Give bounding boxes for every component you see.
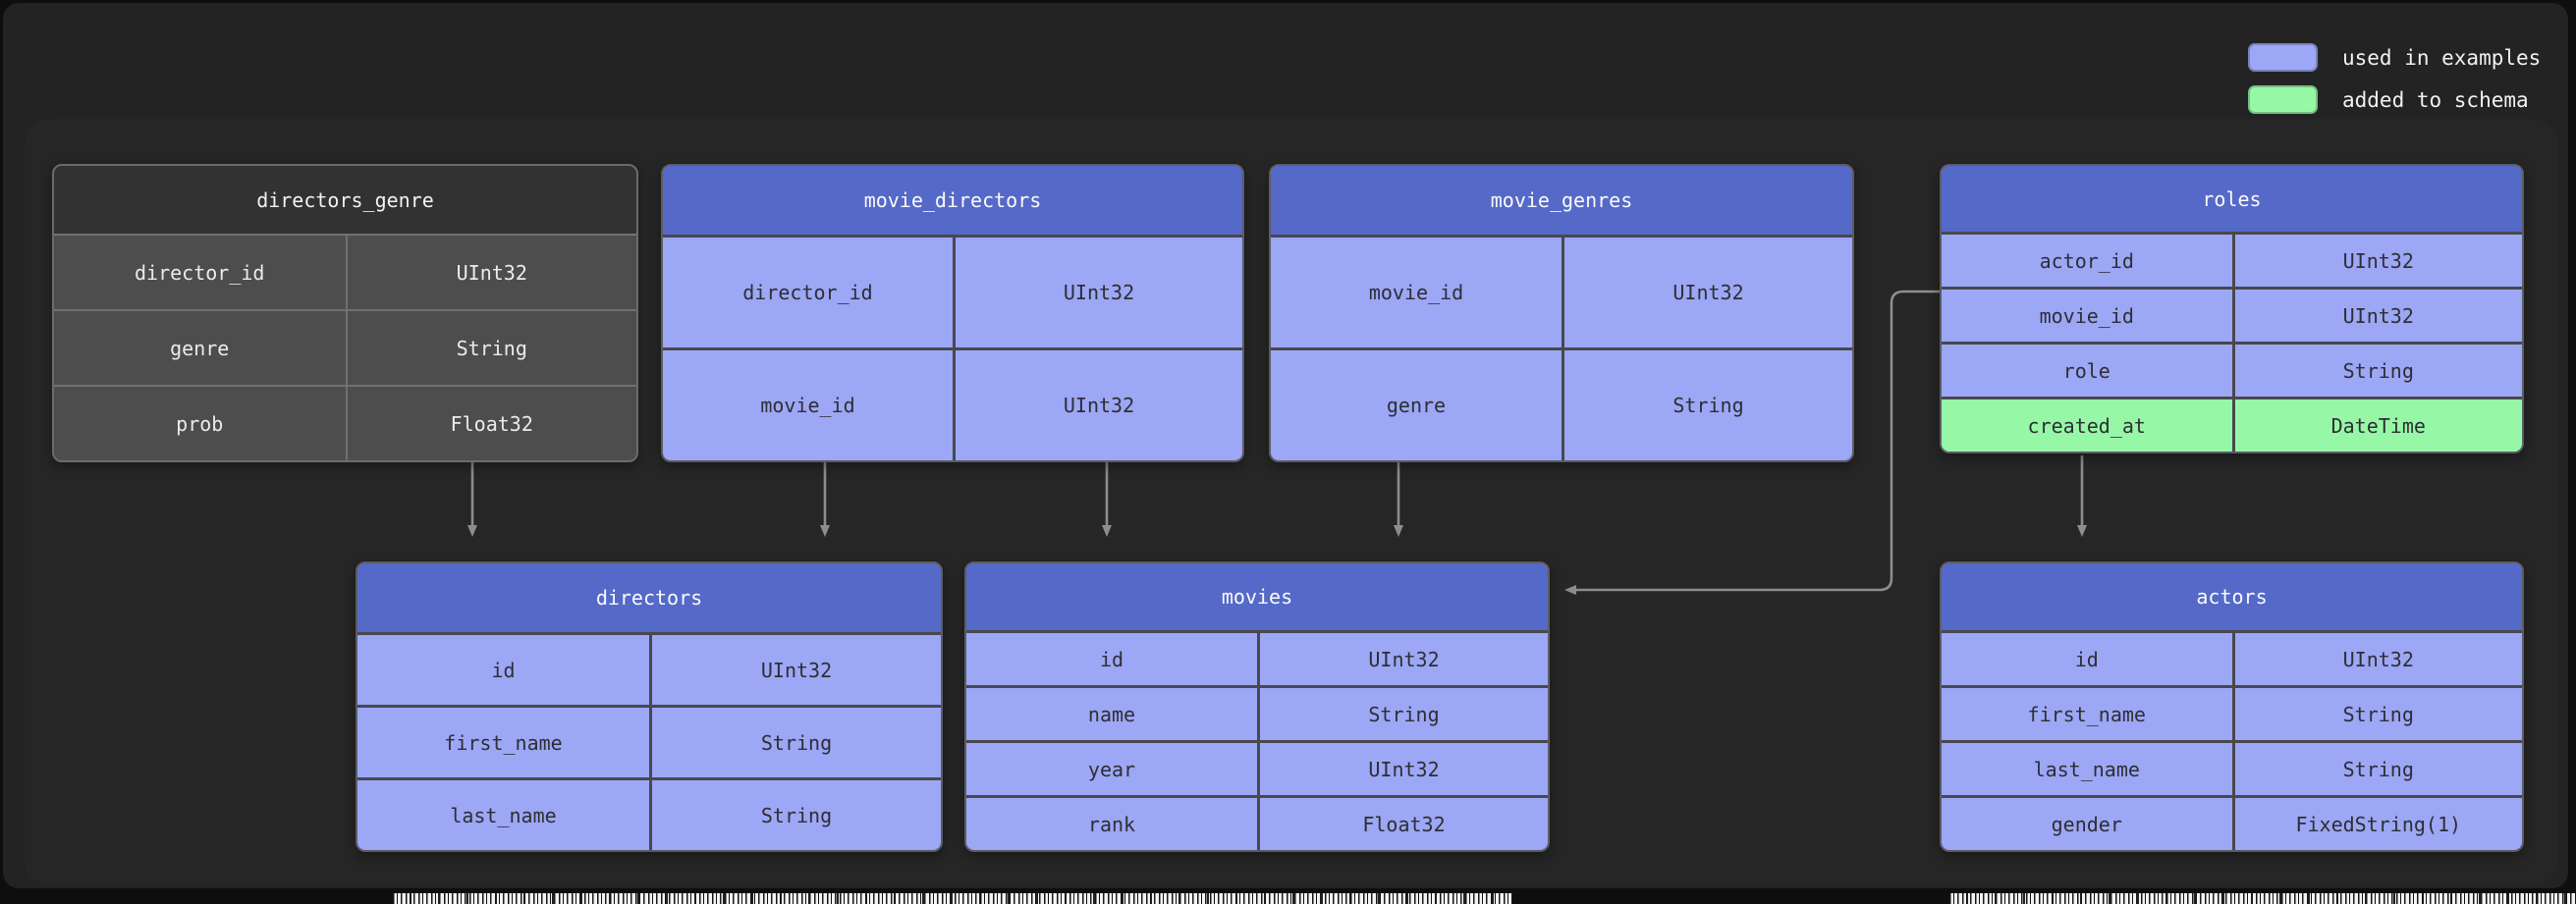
legend-label: used in examples	[2342, 45, 2542, 70]
table-row: year UInt32	[966, 740, 1548, 795]
table-row: name String	[966, 685, 1548, 740]
table-row: prob Float32	[54, 385, 636, 460]
table-row: genre String	[54, 309, 636, 385]
legend-label: added to schema	[2342, 87, 2529, 112]
type-cell: String	[2231, 345, 2523, 397]
table-row: role String	[1942, 342, 2522, 397]
field-cell: prob	[176, 411, 224, 436]
legend-item: added to schema	[2248, 85, 2541, 114]
type-cell: UInt32	[1257, 743, 1548, 795]
field-cell: name	[1087, 702, 1136, 726]
edge-roles-to-movies	[1564, 290, 1942, 595]
table-row: movie_id UInt32	[663, 347, 1242, 460]
table-title: roles	[1942, 166, 2522, 232]
type-cell: UInt32	[1562, 238, 1852, 347]
type-cell: String	[2231, 688, 2523, 740]
table-directors_genre: directors_genre director_id UInt32 genre Str…	[52, 164, 638, 462]
field-cell: last_name	[450, 803, 557, 827]
table-title: actors	[1942, 563, 2522, 630]
type-cell: DateTime	[2231, 399, 2522, 452]
table-row: movie_id UInt32	[1942, 287, 2522, 342]
table-row: movie_id UInt32	[1271, 235, 1852, 347]
type-cell: UInt32	[345, 236, 637, 309]
legend-swatch-1	[2248, 85, 2318, 114]
field-cell: genre	[170, 336, 230, 360]
type-cell: UInt32	[2231, 633, 2523, 685]
type-cell: String	[649, 708, 941, 777]
table-row: actor_id UInt32	[1942, 232, 2522, 287]
type-cell: Float32	[345, 387, 637, 460]
field-cell: id	[491, 658, 516, 682]
type-cell: String	[1257, 688, 1548, 740]
type-cell: String	[345, 311, 637, 385]
legend: used in examples added to schema	[2248, 43, 2541, 114]
table-movie_genres: movie_genres movie_id UInt32 genre String	[1269, 164, 1854, 462]
legend-swatch-0	[2248, 43, 2318, 72]
table-title: movies	[966, 563, 1548, 630]
table-row: rank Float32	[966, 795, 1548, 850]
type-cell: UInt32	[2231, 235, 2523, 287]
table-row: id UInt32	[357, 632, 941, 705]
field-cell: rank	[1087, 812, 1136, 836]
field-cell: movie_id	[2039, 303, 2134, 328]
field-cell: id	[1099, 647, 1124, 671]
table-row: gender FixedString(1)	[1942, 795, 2522, 850]
field-cell: movie_id	[760, 394, 855, 417]
table-row: director_id UInt32	[54, 234, 636, 309]
field-cell: director_id	[135, 260, 265, 285]
type-cell: UInt32	[649, 635, 941, 705]
type-cell: String	[649, 780, 941, 850]
type-cell: UInt32	[953, 238, 1242, 347]
table-row: id UInt32	[966, 630, 1548, 685]
type-cell: String	[1562, 350, 1852, 460]
field-cell: gender	[2051, 812, 2122, 836]
type-cell: UInt32	[953, 350, 1242, 460]
table-title: movie_directors	[663, 166, 1242, 235]
table-title: directors	[357, 563, 941, 632]
field-cell: last_name	[2033, 757, 2140, 781]
table-row: id UInt32	[1942, 630, 2522, 685]
table-row: first_name String	[1942, 685, 2522, 740]
table-title: movie_genres	[1271, 166, 1852, 235]
table-row: genre String	[1271, 347, 1852, 460]
table-row: first_name String	[357, 705, 941, 777]
table-row: last_name String	[1942, 740, 2522, 795]
table-row: last_name String	[357, 777, 941, 850]
field-cell: genre	[1386, 394, 1447, 417]
field-cell: first_name	[444, 730, 563, 755]
field-cell: role	[2062, 358, 2110, 383]
type-cell: UInt32	[2231, 290, 2523, 342]
field-cell: first_name	[2027, 702, 2146, 726]
clipped-text-strip	[1949, 893, 2576, 904]
type-cell: String	[2231, 743, 2523, 795]
table-row: director_id UInt32	[663, 235, 1242, 347]
type-cell: FixedString(1)	[2231, 798, 2523, 850]
field-cell: year	[1087, 757, 1136, 781]
field-cell: id	[2074, 647, 2099, 671]
clipped-text-strip	[393, 893, 1512, 904]
field-cell: movie_id	[1368, 281, 1464, 304]
field-cell: created_at	[1942, 399, 2232, 452]
table-title: directors_genre	[54, 166, 636, 234]
field-cell: actor_id	[2039, 248, 2134, 273]
field-cell: director_id	[742, 281, 873, 304]
type-cell: Float32	[1257, 798, 1548, 850]
type-cell: UInt32	[1257, 633, 1548, 685]
legend-item: used in examples	[2248, 43, 2541, 72]
